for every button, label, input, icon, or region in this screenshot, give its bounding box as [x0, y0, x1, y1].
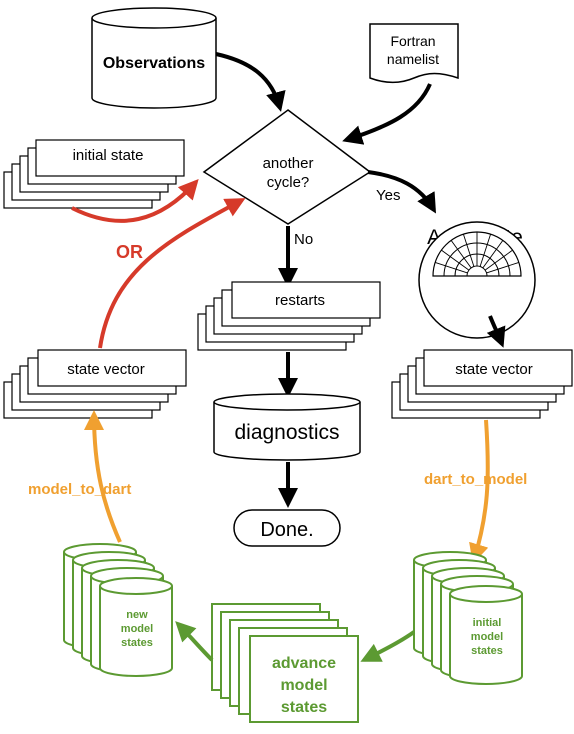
initial-model-states-stack	[413, 551, 523, 685]
dart-to-model-label: dart_to_model	[424, 471, 527, 488]
arrow-yes-to-assimilate	[367, 170, 437, 214]
done-label: Done.	[260, 519, 313, 541]
yes-label: Yes	[376, 187, 400, 204]
new-states-label-line1: new	[126, 609, 148, 621]
decision-label-line2: cycle?	[267, 174, 310, 191]
dartboard-segment-line	[441, 249, 470, 271]
dartboard-segment-line	[479, 234, 492, 267]
orange-arrow-dart-to-model	[469, 419, 490, 564]
new-states-label-line2: model	[121, 623, 153, 635]
initial-states-label-line3: states	[471, 645, 503, 657]
initial-state-label: initial state	[73, 147, 144, 164]
decision-label-line1: another	[263, 155, 314, 172]
fortran-label-line1: Fortran	[390, 33, 435, 49]
diagnostics-cylinder: diagnostics	[213, 393, 361, 461]
done-terminator: Done.	[233, 509, 341, 547]
state-vector-stack-left: state vector	[3, 349, 187, 419]
restarts-label: restarts	[275, 292, 325, 309]
initial-states-label-line1: initial	[473, 617, 502, 629]
state-vector-left-label: state vector	[67, 361, 145, 378]
arrow-observations-to-decision	[215, 52, 286, 112]
initial-state-stack: initial state	[3, 139, 185, 209]
fortran-namelist-document: Fortran namelist	[369, 23, 459, 84]
arrow-namelist-to-decision	[342, 83, 432, 145]
advance-label-line3: states	[281, 699, 327, 716]
dartboard-segment-line	[462, 234, 475, 267]
dartboard-segment-line	[450, 240, 472, 269]
or-label: OR	[116, 242, 143, 262]
red-arrow-initial-state-to-decision	[71, 179, 199, 223]
orange-arrow-model-to-dart	[84, 410, 122, 543]
green-arrow-initial-to-advance	[360, 630, 416, 662]
initial-states-label-line2: model	[471, 631, 503, 643]
observations-cylinder: Observations	[91, 7, 217, 109]
dartboard-segment-line	[486, 261, 519, 274]
new-model-states-stack	[63, 543, 173, 677]
dartboard-icon	[418, 221, 536, 339]
model-to-dart-label: model_to_dart	[28, 481, 131, 498]
another-cycle-decision: another cycle?	[202, 109, 372, 225]
dartboard-segment-line	[482, 240, 504, 269]
state-vector-right-label: state vector	[455, 361, 533, 378]
observations-label: Observations	[103, 55, 205, 72]
state-vector-stack-right: state vector	[391, 349, 573, 419]
new-states-label-line3: states	[121, 637, 153, 649]
advance-label-line2: model	[280, 677, 327, 694]
advance-label-line1: advance	[272, 655, 336, 672]
dartboard-segment-line	[435, 261, 468, 274]
diagnostics-label: diagnostics	[234, 421, 339, 444]
restarts-stack: restarts	[197, 281, 381, 351]
arrow-assimilate-to-state-vector	[486, 315, 506, 348]
green-arrow-advance-to-new	[175, 621, 214, 662]
dartboard-segment-line	[484, 249, 513, 271]
advance-model-states-stack	[211, 603, 359, 723]
red-arrow-state-vector-to-decision	[98, 198, 246, 349]
fortran-label-line2: namelist	[387, 51, 439, 67]
no-label: No	[294, 231, 313, 248]
